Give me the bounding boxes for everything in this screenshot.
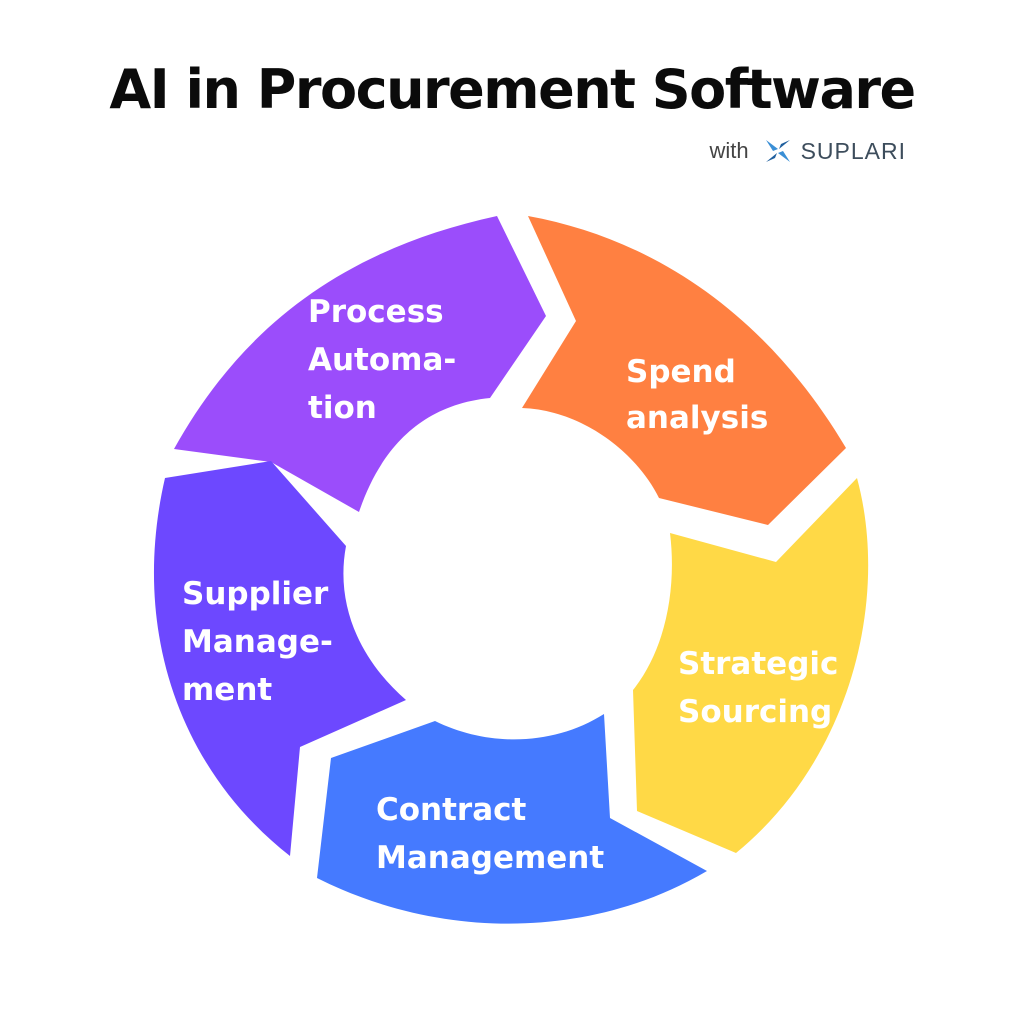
- segment-spend-analysis: [522, 216, 846, 525]
- brand-credit: with SUPLARI: [709, 136, 906, 166]
- label-line: Automa-: [308, 342, 456, 378]
- label-line: Spend: [626, 354, 736, 390]
- label-line: analysis: [626, 400, 768, 436]
- segment-strategic-sourcing: [633, 478, 869, 853]
- label-strategic-sourcing: Strategic Sourcing: [678, 646, 849, 730]
- segment-process-automation: [174, 216, 546, 512]
- label-line: Contract: [376, 792, 527, 828]
- label-process-automation: Process Automa- tion: [308, 294, 467, 426]
- label-line: Supplier: [182, 576, 329, 612]
- label-line: Process: [308, 294, 444, 330]
- page-title: AI in Procurement Software: [109, 58, 916, 121]
- label-line: Management: [376, 840, 604, 876]
- suplari-logo-icon: [765, 140, 790, 162]
- label-spend-analysis: Spend analysis: [626, 354, 768, 436]
- label-supplier-management: Supplier Manage- ment: [182, 576, 344, 708]
- label-line: tion: [308, 390, 377, 426]
- segment-supplier-management: [153, 461, 406, 856]
- label-line: Manage-: [182, 624, 333, 660]
- brand-prefix: with: [709, 138, 749, 163]
- label-line: Sourcing: [678, 694, 832, 730]
- brand-name: SUPLARI: [800, 137, 906, 164]
- label-line: Strategic: [678, 646, 838, 682]
- segment-contract-management: [317, 714, 707, 924]
- label-contract-management: Contract Management: [376, 792, 604, 876]
- label-line: ment: [182, 672, 272, 708]
